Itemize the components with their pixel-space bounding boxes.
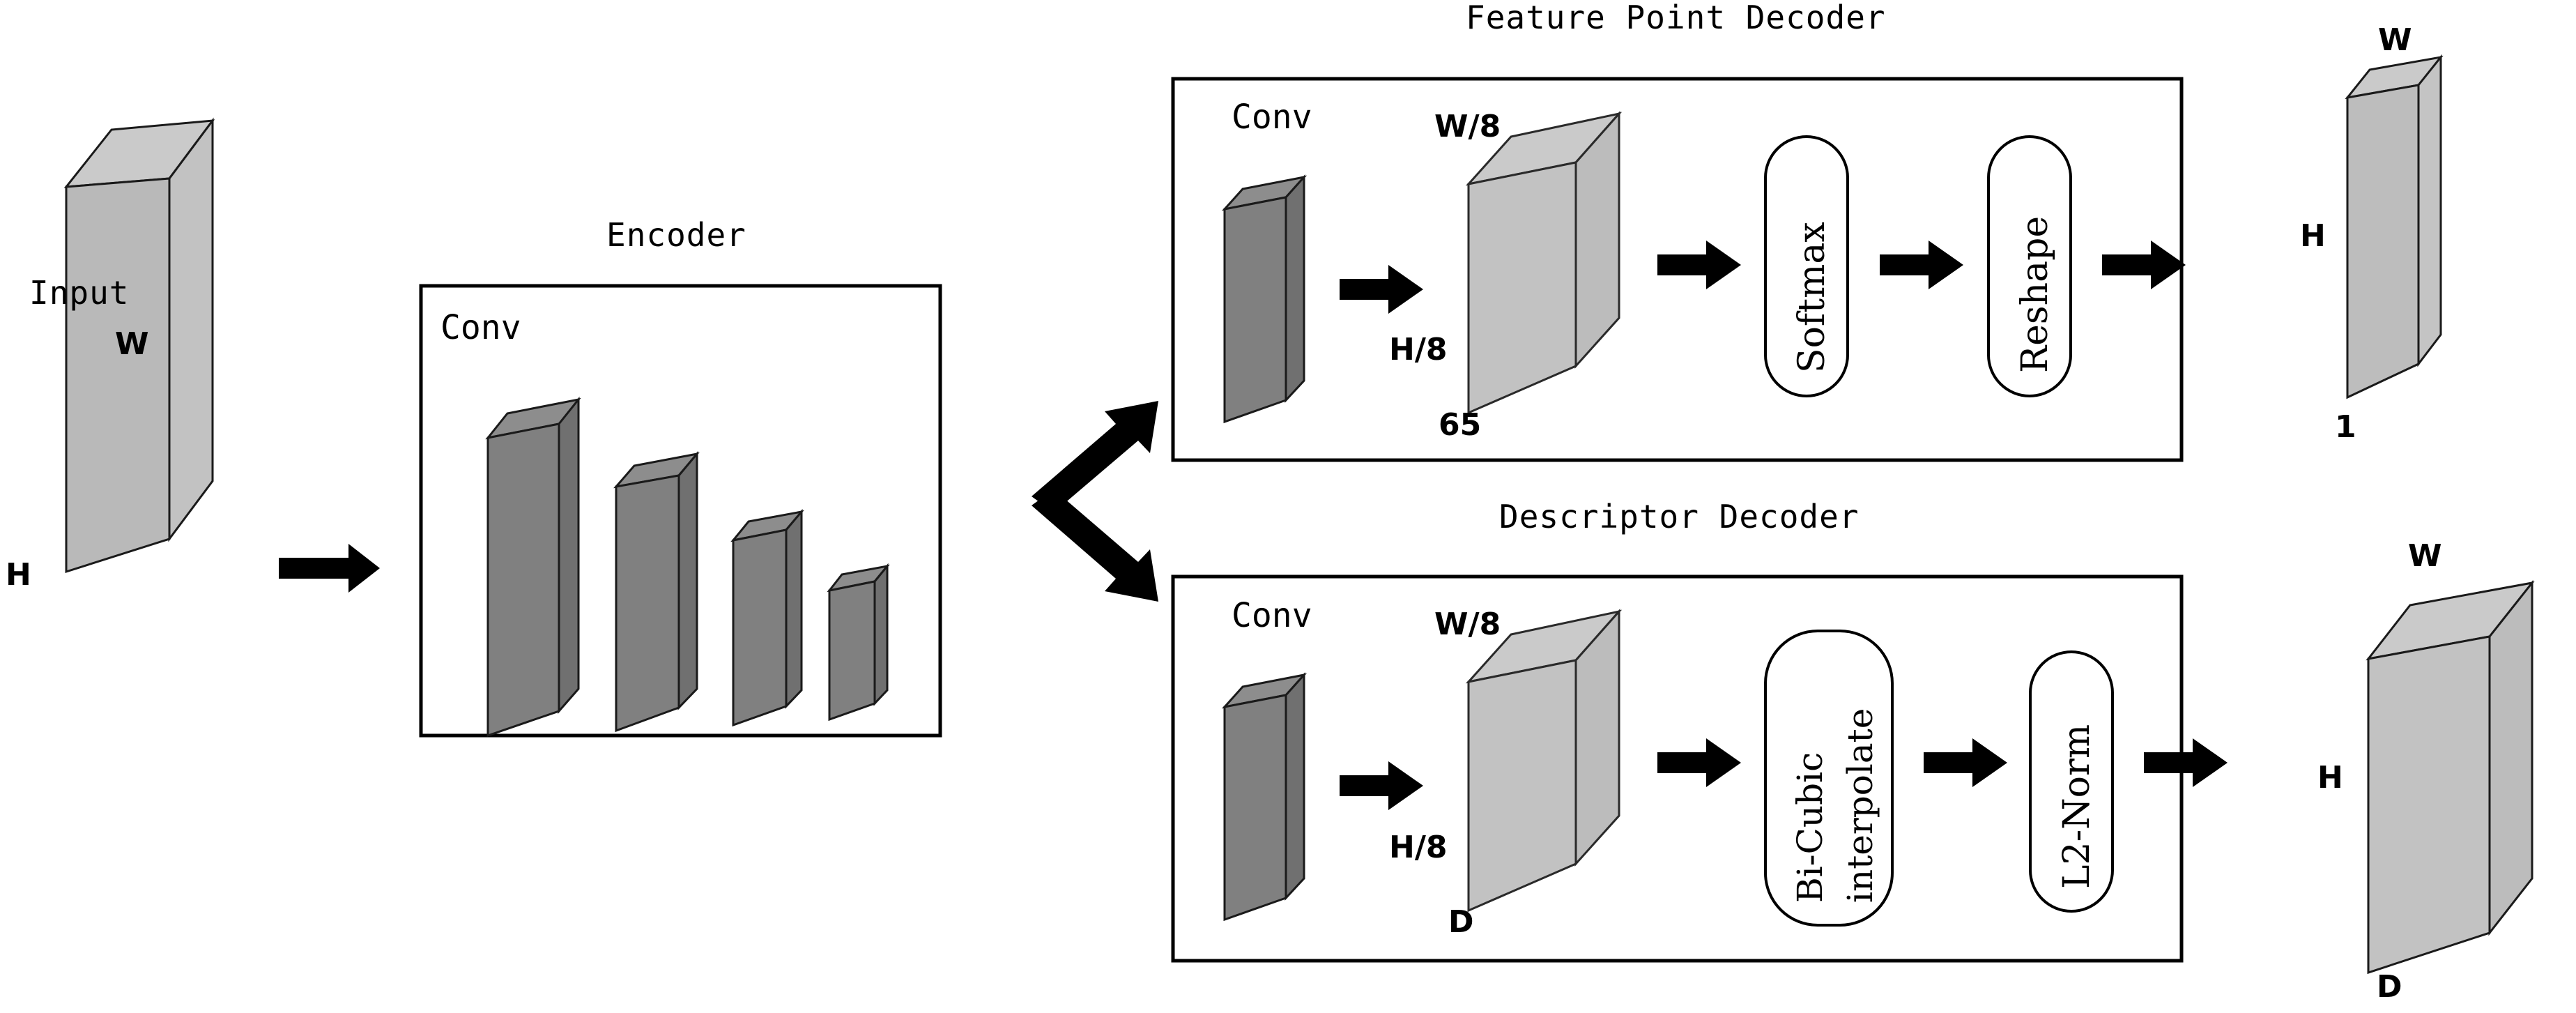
l2norm-label: L2-Norm [2056,724,2098,889]
arrow-dd-conv-to-tensor [1340,761,1423,810]
dd-tensor-h-label: H/8 [1389,830,1448,865]
encoder-slab-3 [730,508,804,727]
arrow-reshape-to-output [2102,241,2186,289]
arrow-l2norm-to-output [2144,738,2228,787]
input-slab [63,117,215,574]
fp-output-label-h: H [2300,218,2326,254]
fp-output-label-w: W [2378,22,2412,58]
reshape-box [1987,135,2072,397]
fpd-tensor-d-label: 65 [1439,407,1482,443]
bicubic-interpolate-box [1764,630,1894,927]
softmax-label: Softmax [1791,222,1833,373]
descriptor-output-block [2366,579,2535,975]
feature-point-decoder-frame [1171,77,2184,462]
feature-point-output-slab [2345,54,2444,399]
fpd-tensor-w-label: W/8 [1434,109,1501,144]
arrow-input-to-encoder [279,544,380,593]
arrow-branch-up [1032,401,1158,512]
arrow-dd-tensor-to-interp [1657,738,1741,787]
dd-tensor-d-label: D [1448,904,1474,940]
feature-point-decoder-title: Feature Point Decoder [1466,0,1886,36]
arrow-fpd-tensor-to-softmax [1657,241,1741,289]
encoder-slab-1 [485,396,581,738]
softmax-box [1764,135,1849,397]
dd-tensor-w-label: W/8 [1434,607,1501,642]
descriptor-output-label-w: W [2408,538,2442,574]
reshape-label: Reshape [2014,215,2056,373]
encoder-slab-2 [613,450,700,733]
fpd-tensor-block [1465,111,1623,415]
descriptor-output-label-d: D [2377,969,2402,1005]
l2norm-box [2029,650,2114,913]
fpd-tensor-h-label: H/8 [1389,332,1448,367]
arrow-softmax-to-reshape [1880,241,1963,289]
input-title: Input [29,274,130,312]
fp-output-label-d: 1 [2335,409,2356,445]
arrow-fpd-conv-to-tensor [1340,265,1423,314]
fpd-conv-label: Conv [1232,98,1312,137]
dd-conv-slab [1221,672,1308,922]
arrow-interp-to-l2norm [1924,738,2007,787]
encoder-slab-4 [827,563,890,722]
input-label-h: H [6,557,31,593]
descriptor-decoder-title: Descriptor Decoder [1499,498,1860,535]
descriptor-output-label-h: H [2317,760,2343,795]
input-label-w: W [115,326,149,362]
bicubic-label-line2: interpolate [1840,708,1880,903]
arrow-branch-down [1032,489,1158,602]
encoder-title: Encoder [606,216,746,254]
encoder-conv-label: Conv [440,308,521,347]
dd-conv-label: Conv [1232,596,1312,635]
bicubic-label-line1: Bi-Cubic [1790,752,1830,903]
encoder-frame [419,284,942,738]
fpd-conv-slab [1221,174,1308,424]
dd-tensor-block [1465,609,1623,913]
